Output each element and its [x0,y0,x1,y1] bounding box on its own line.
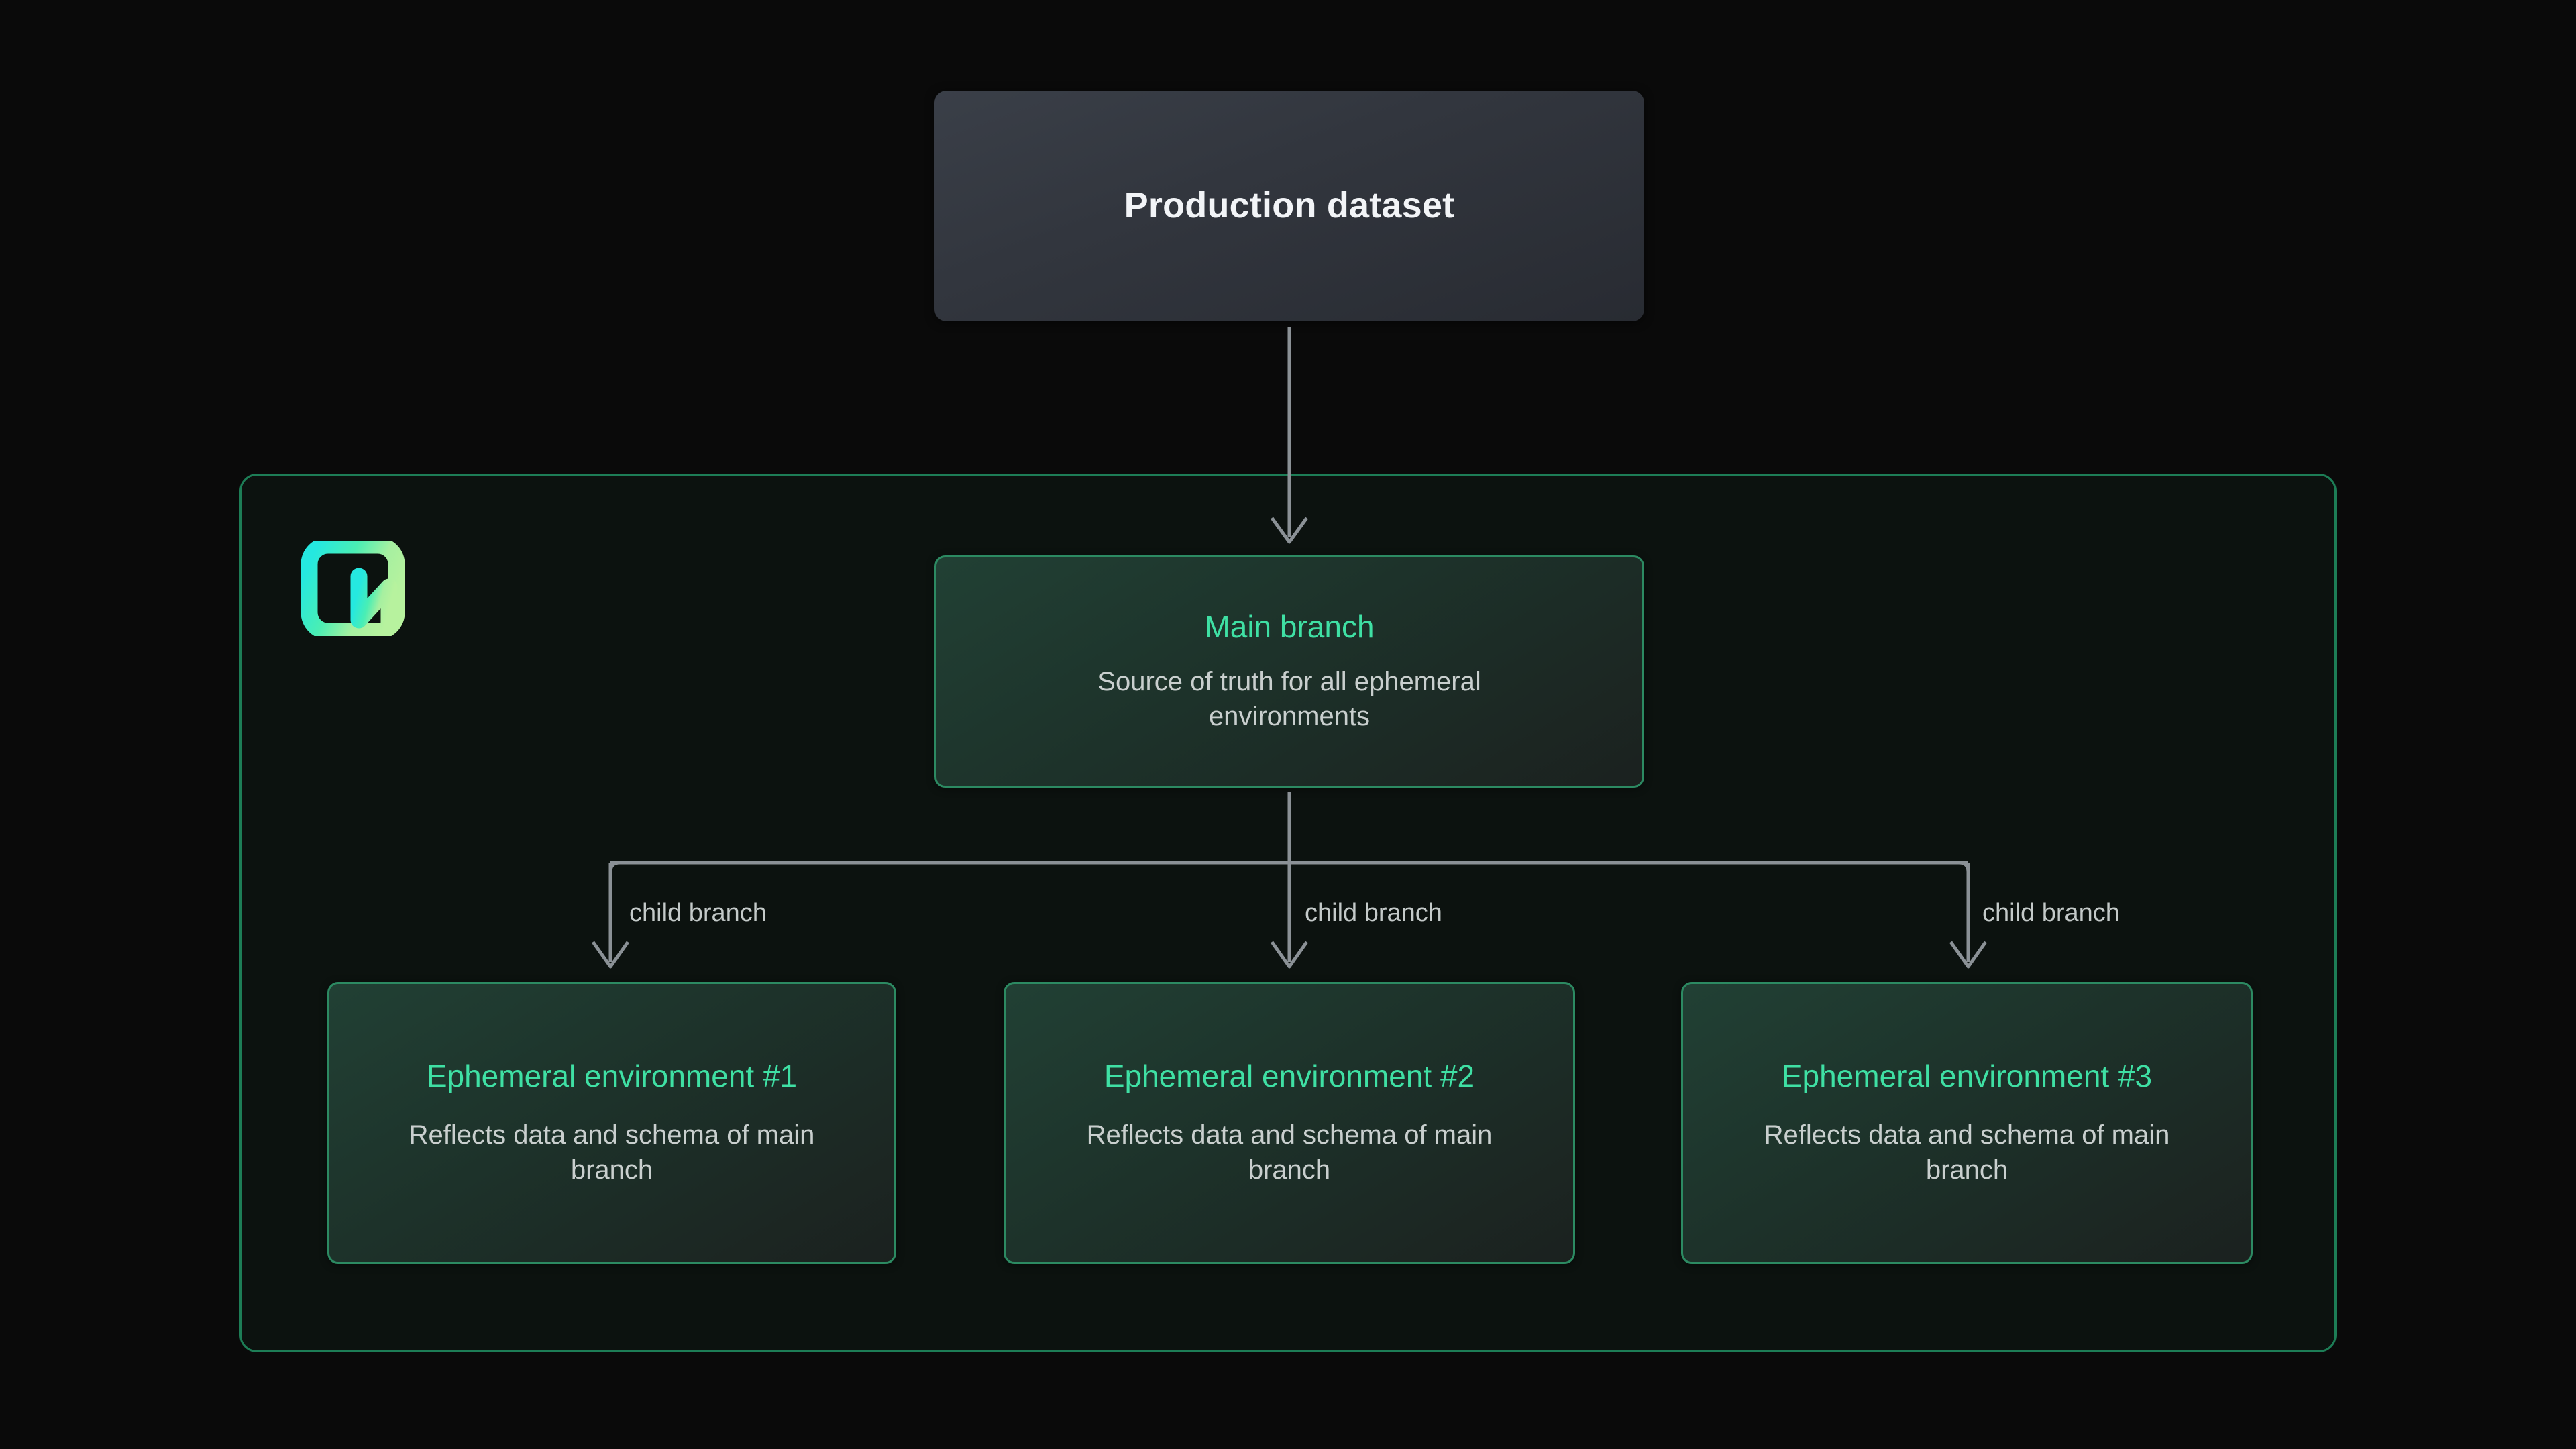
ephemeral-environment-node-2[interactable]: Ephemeral environment #2 Reflects data a… [1004,982,1575,1264]
main-branch-subtitle: Source of truth for all ephemeral enviro… [1097,666,1481,731]
edge-label-child-branch-2: child branch [1305,899,1442,927]
production-dataset-title: Production dataset [1124,185,1455,226]
ephemeral-environment-subtitle-3: Reflects data and schema of main branch [1764,1120,2170,1185]
edge-label-child-branch-3: child branch [1982,899,2120,927]
production-dataset-node[interactable]: Production dataset [934,91,1644,321]
main-branch-node[interactable]: Main branch Source of truth for all ephe… [934,555,1644,788]
ephemeral-environment-subtitle-2: Reflects data and schema of main branch [1086,1120,1493,1185]
ephemeral-environment-title-1: Ephemeral environment #1 [426,1059,798,1094]
edge-label-child-branch-1: child branch [629,899,767,927]
ephemeral-environment-subtitle-1: Reflects data and schema of main branch [409,1120,815,1185]
ephemeral-environment-title-2: Ephemeral environment #2 [1104,1059,1475,1094]
ephemeral-environment-node-1[interactable]: Ephemeral environment #1 Reflects data a… [327,982,896,1264]
ephemeral-environment-title-3: Ephemeral environment #3 [1781,1059,2153,1094]
ephemeral-environment-node-3[interactable]: Ephemeral environment #3 Reflects data a… [1681,982,2253,1264]
neon-logo-icon [301,537,405,640]
main-branch-title: Main branch [1204,609,1375,645]
